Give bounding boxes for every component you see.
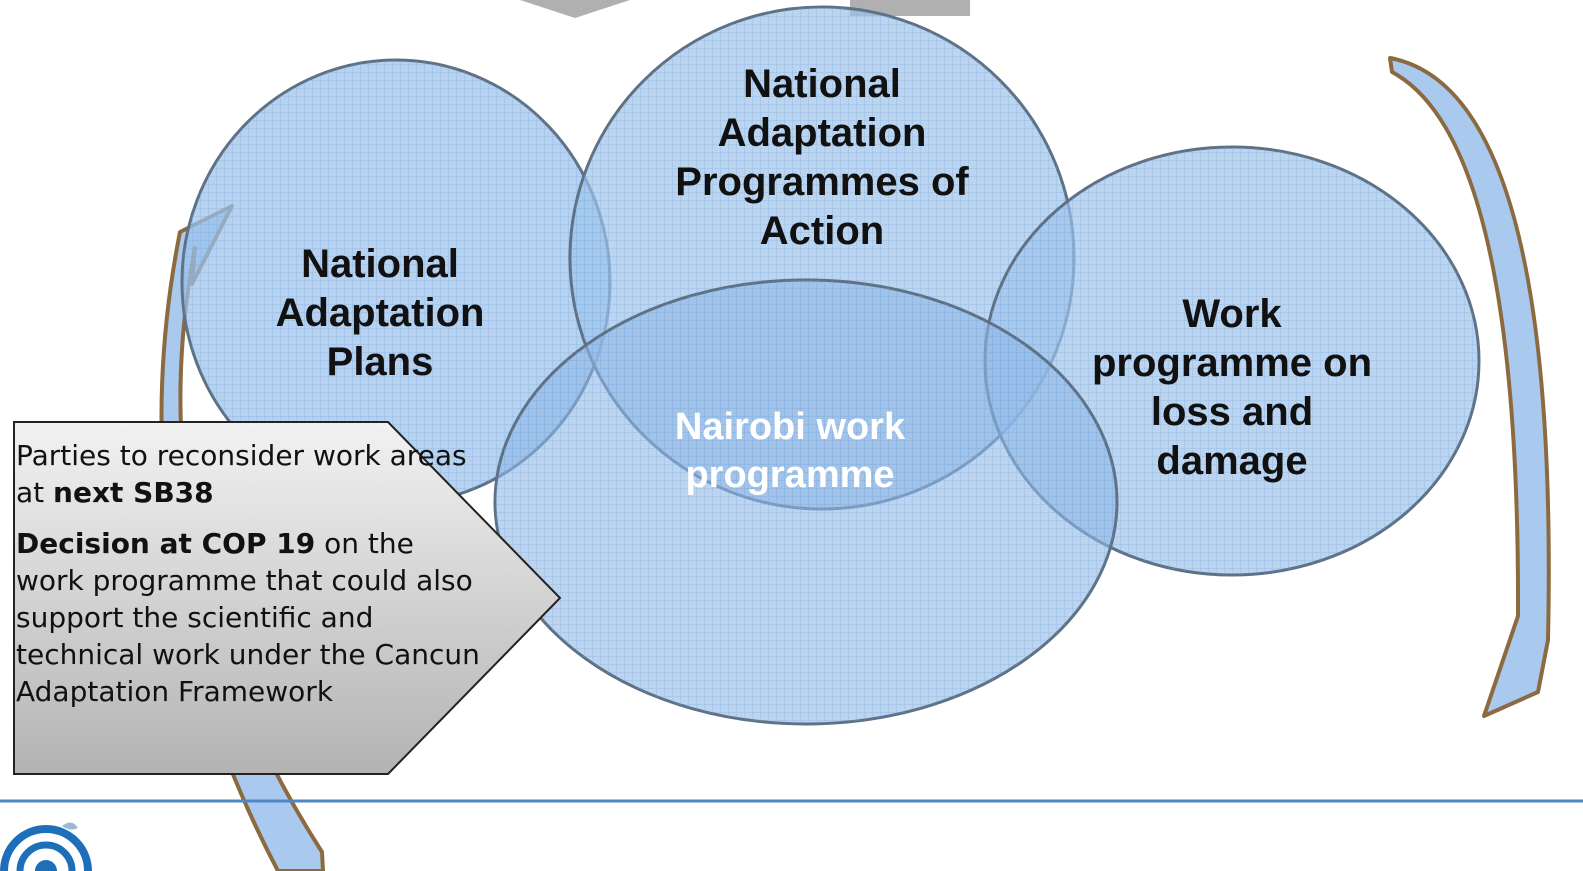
top-arrow-fragment <box>520 0 630 18</box>
callout-text-1: Parties to reconsider work areas at <box>16 439 467 509</box>
right-curved-arrow <box>1388 56 1551 718</box>
label-napa: National Adaptation Programmes of Action <box>642 60 1002 256</box>
label-line: Programmes of <box>675 160 969 204</box>
top-box-fragment <box>850 0 970 16</box>
label-line: programme <box>685 454 895 496</box>
bubble-nairobi-work-programme <box>493 278 1119 726</box>
label-line: loss and <box>1150 390 1314 434</box>
label-line: Action <box>759 209 885 253</box>
label-loss-and-damage: Work programme on loss and damage <box>1062 290 1402 486</box>
label-line: Nairobi work <box>674 406 906 448</box>
label-line: programme on <box>1091 341 1373 385</box>
callout-paragraph-2: Decision at COP 19 on the work programme… <box>16 525 486 710</box>
callout-bold-1: next SB38 <box>53 476 214 509</box>
callout-text: Parties to reconsider work areas at next… <box>16 437 486 710</box>
logo-icon <box>0 822 92 871</box>
label-national-adaptation-plans: National Adaptation Plans <box>240 240 520 387</box>
callout-text-2: on the work programme that could also su… <box>16 527 480 708</box>
label-nairobi-work-programme: Nairobi work programme <box>630 403 950 499</box>
label-line: Adaptation <box>275 291 485 335</box>
callout-paragraph-1: Parties to reconsider work areas at next… <box>16 437 486 511</box>
label-line: damage <box>1156 439 1308 483</box>
label-line: Work <box>1182 292 1282 336</box>
label-line: National <box>301 242 459 286</box>
callout-bold-2: Decision at COP 19 <box>16 527 316 560</box>
label-line: Adaptation <box>717 111 927 155</box>
callout-box <box>13 421 562 775</box>
label-line: National <box>743 62 901 106</box>
bubble-national-adaptation-plans <box>180 58 612 506</box>
label-line: Plans <box>326 340 434 384</box>
